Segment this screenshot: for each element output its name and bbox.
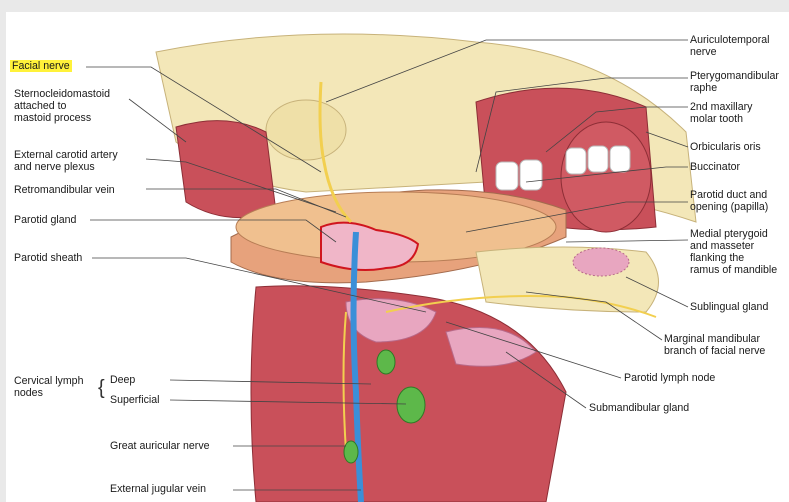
- label-external-jugular-vein: External jugular vein: [110, 483, 206, 495]
- teeth: [495, 145, 631, 191]
- anatomy-figure: Facial nerve Sternocleidomastoid attache…: [6, 12, 789, 502]
- label-orbicularis-oris: Orbicularis oris: [690, 141, 761, 153]
- leader-lines: [86, 39, 689, 491]
- label-buccinator: Buccinator: [690, 161, 741, 173]
- marginal-mandibular-nerve-path: [385, 295, 657, 318]
- lymph-nodes: [343, 349, 426, 464]
- label-submandibular-gland: Submandibular gland: [589, 402, 690, 414]
- label-deep: Deep: [110, 374, 136, 386]
- external-jugular-vein: [350, 231, 364, 502]
- label-2nd-maxillary-molar: 2nd maxillary molar tooth: [690, 101, 753, 125]
- illustration: [86, 33, 697, 502]
- great-auricular-nerve-path: [342, 311, 347, 453]
- label-parotid-duct: Parotid duct and opening (papilla): [690, 189, 769, 213]
- label-parotid-lymph-node: Parotid lymph node: [624, 372, 716, 384]
- label-auriculotemporal-nerve: Auriculotemporal nerve: [690, 34, 770, 58]
- facial-nerve-highlight: Facial nerve: [10, 60, 72, 72]
- top-gray-bar: [0, 0, 789, 12]
- label-parotid-sheath: Parotid sheath: [14, 252, 83, 264]
- sublingual-gland: [572, 247, 630, 277]
- submandibular-gland: [445, 327, 537, 367]
- facial-nerve-path: [318, 81, 353, 224]
- label-pterygomandibular-raphe: Pterygomandibular raphe: [690, 70, 779, 94]
- mastoid-process: [265, 99, 347, 161]
- label-sternocleidomastoid: Sternocleidomastoid attached to mastoid …: [14, 88, 110, 124]
- label-marginal-mandibular: Marginal mandibular branch of facial ner…: [664, 333, 766, 357]
- label-medial-pterygoid: Medial pterygoid and masseter flanking t…: [690, 228, 778, 276]
- label-parotid-gland: Parotid gland: [14, 214, 77, 226]
- label-retromandibular-vein: Retromandibular vein: [14, 184, 115, 196]
- label-external-carotid: External carotid artery and nerve plexus: [14, 149, 118, 173]
- left-gray-bar: [0, 12, 6, 502]
- label-great-auricular-nerve: Great auricular nerve: [110, 440, 210, 452]
- label-facial-nerve: Facial nerve: [10, 60, 72, 72]
- parotid-outline: [320, 221, 420, 271]
- label-cervical-lymph-nodes: Cervical lymph nodes: [14, 375, 84, 399]
- label-superficial: Superficial: [110, 394, 160, 406]
- brace: {: [98, 377, 105, 399]
- label-sublingual-gland: Sublingual gland: [690, 301, 769, 313]
